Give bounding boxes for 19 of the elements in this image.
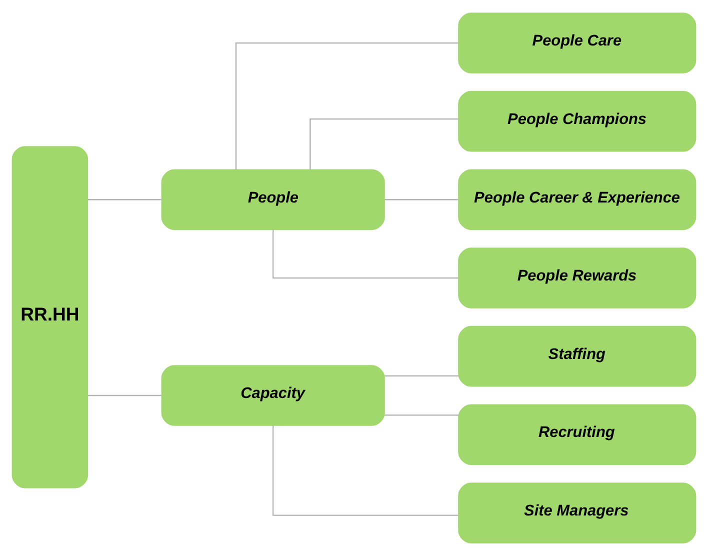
connector: [272, 424, 458, 516]
connector: [384, 198, 458, 200]
connector: [235, 42, 458, 169]
node-box: Site Managers: [458, 482, 696, 543]
node-box: Capacity: [161, 364, 385, 426]
connector: [88, 198, 162, 200]
connector: [384, 414, 458, 416]
node-box: People Champions: [458, 90, 696, 152]
node-box: Staffing: [458, 325, 696, 386]
connector: [88, 394, 162, 396]
node-box: People: [161, 168, 385, 230]
node-box: Recruiting: [458, 404, 696, 465]
node-box: People Rewards: [458, 247, 696, 308]
connector: [272, 229, 458, 278]
node-box: People Career & Experience: [458, 168, 696, 230]
connector: [310, 118, 458, 170]
node-box: People Care: [458, 12, 696, 73]
node-box: RR.HH: [12, 146, 88, 488]
connector: [384, 374, 458, 376]
